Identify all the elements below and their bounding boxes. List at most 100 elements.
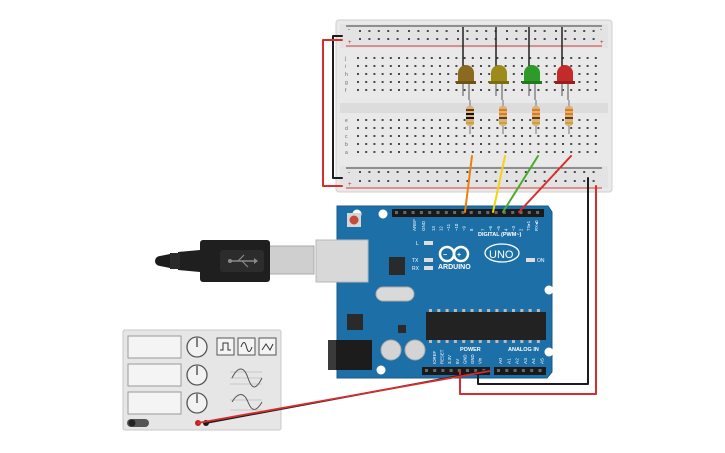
breadboard-hole[interactable] [545,119,548,121]
rail-hole[interactable] [408,180,410,182]
breadboard-hole[interactable] [586,73,589,75]
breadboard-hole[interactable] [357,127,359,129]
breadboard-hole[interactable] [594,127,597,129]
rail-hole[interactable] [592,30,595,32]
breadboard-hole[interactable] [365,89,368,91]
led-brown[interactable] [456,65,476,100]
breadboard-hole[interactable] [447,135,450,137]
rail-hole[interactable] [359,171,361,173]
rail-hole[interactable] [583,38,586,40]
rail-hole[interactable] [475,171,478,173]
breadboard-hole[interactable] [365,143,368,145]
breadboard-hole[interactable] [439,73,441,75]
breadboard-hole[interactable] [471,135,474,137]
digital-pin[interactable] [419,211,423,214]
rail-hole[interactable] [396,30,399,32]
reset-button-cap[interactable] [349,215,359,225]
rail-hole[interactable] [426,171,429,173]
breadboard-hole[interactable] [570,127,573,129]
rail-hole[interactable] [543,30,546,32]
rail-hole[interactable] [457,30,459,32]
rail-hole[interactable] [396,38,399,40]
digital-pin[interactable] [469,211,473,214]
rail-hole[interactable] [506,171,508,173]
breadboard-hole[interactable] [537,151,540,153]
breadboard-hole[interactable] [389,151,392,153]
breadboard-hole[interactable] [504,151,507,153]
rail-hole[interactable] [592,171,595,173]
breadboard-hole[interactable] [496,127,499,129]
rail-hole[interactable] [534,38,537,40]
resistor-4[interactable] [565,100,573,134]
breadboard-hole[interactable] [439,127,441,129]
breadboard-hole[interactable] [447,73,450,75]
rail-hole[interactable] [408,38,410,40]
breadboard-hole[interactable] [398,57,400,59]
breadboard-hole[interactable] [553,127,556,129]
rail-hole[interactable] [515,38,518,40]
breadboard-hole[interactable] [381,57,384,59]
rail-hole[interactable] [436,30,439,32]
breadboard-hole[interactable] [537,89,540,91]
rail-hole[interactable] [475,30,478,32]
rail-hole[interactable] [515,30,518,32]
digital-pin[interactable] [527,211,531,214]
breadboard-hole[interactable] [512,89,515,91]
digital-pin[interactable] [502,211,506,214]
breadboard-hole[interactable] [406,135,409,137]
breadboard-hole[interactable] [545,57,548,59]
rail-hole[interactable] [387,38,390,40]
rail-hole[interactable] [396,180,399,182]
breadboard-hole[interactable] [422,143,425,145]
power-pin[interactable] [433,369,437,372]
breadboard-hole[interactable] [537,135,540,137]
digital-header[interactable] [392,209,544,217]
breadboard-hole[interactable] [463,135,466,137]
breadboard-hole[interactable] [562,151,564,153]
rail-hole[interactable] [494,180,497,182]
rail-hole[interactable] [408,171,410,173]
breadboard-hole[interactable] [488,143,491,145]
breadboard-hole[interactable] [398,73,400,75]
breadboard-hole[interactable] [430,143,433,145]
breadboard-hole[interactable] [578,127,581,129]
rail-hole[interactable] [524,30,527,32]
breadboard-hole[interactable] [381,135,384,137]
breadboard-hole[interactable] [480,65,482,67]
breadboard-hole[interactable] [586,81,589,83]
breadboard-hole[interactable] [471,57,474,59]
breadboard-hole[interactable] [365,119,368,121]
breadboard-hole[interactable] [586,151,589,153]
breadboard-hole[interactable] [562,119,564,121]
breadboard-hole[interactable] [512,127,515,129]
breadboard-hole[interactable] [496,135,499,137]
breadboard-hole[interactable] [439,65,441,67]
rail-hole[interactable] [515,180,518,182]
breadboard-hole[interactable] [414,119,417,121]
rail-hole[interactable] [377,30,380,32]
rail-hole[interactable] [485,30,488,32]
rail-hole[interactable] [466,38,469,40]
breadboard-hole[interactable] [570,143,573,145]
rail-hole[interactable] [417,38,420,40]
analog-pin[interactable] [530,369,534,372]
breadboard-hole[interactable] [529,151,532,153]
breadboard-hole[interactable] [480,57,482,59]
rail-hole[interactable] [377,171,380,173]
breadboard-hole[interactable] [439,81,441,83]
breadboard-hole[interactable] [471,89,474,91]
breadboard-hole[interactable] [447,81,450,83]
rail-hole[interactable] [368,180,371,182]
rail-hole[interactable] [387,180,390,182]
breadboard-hole[interactable] [537,127,540,129]
breadboard-hole[interactable] [496,57,499,59]
breadboard-hole[interactable] [430,119,433,121]
breadboard-hole[interactable] [455,151,458,153]
breadboard-hole[interactable] [365,73,368,75]
breadboard-hole[interactable] [537,65,540,67]
breadboard-hole[interactable] [471,65,474,67]
breadboard-hole[interactable] [586,127,589,129]
breadboard-hole[interactable] [512,143,515,145]
breadboard-hole[interactable] [414,57,417,59]
